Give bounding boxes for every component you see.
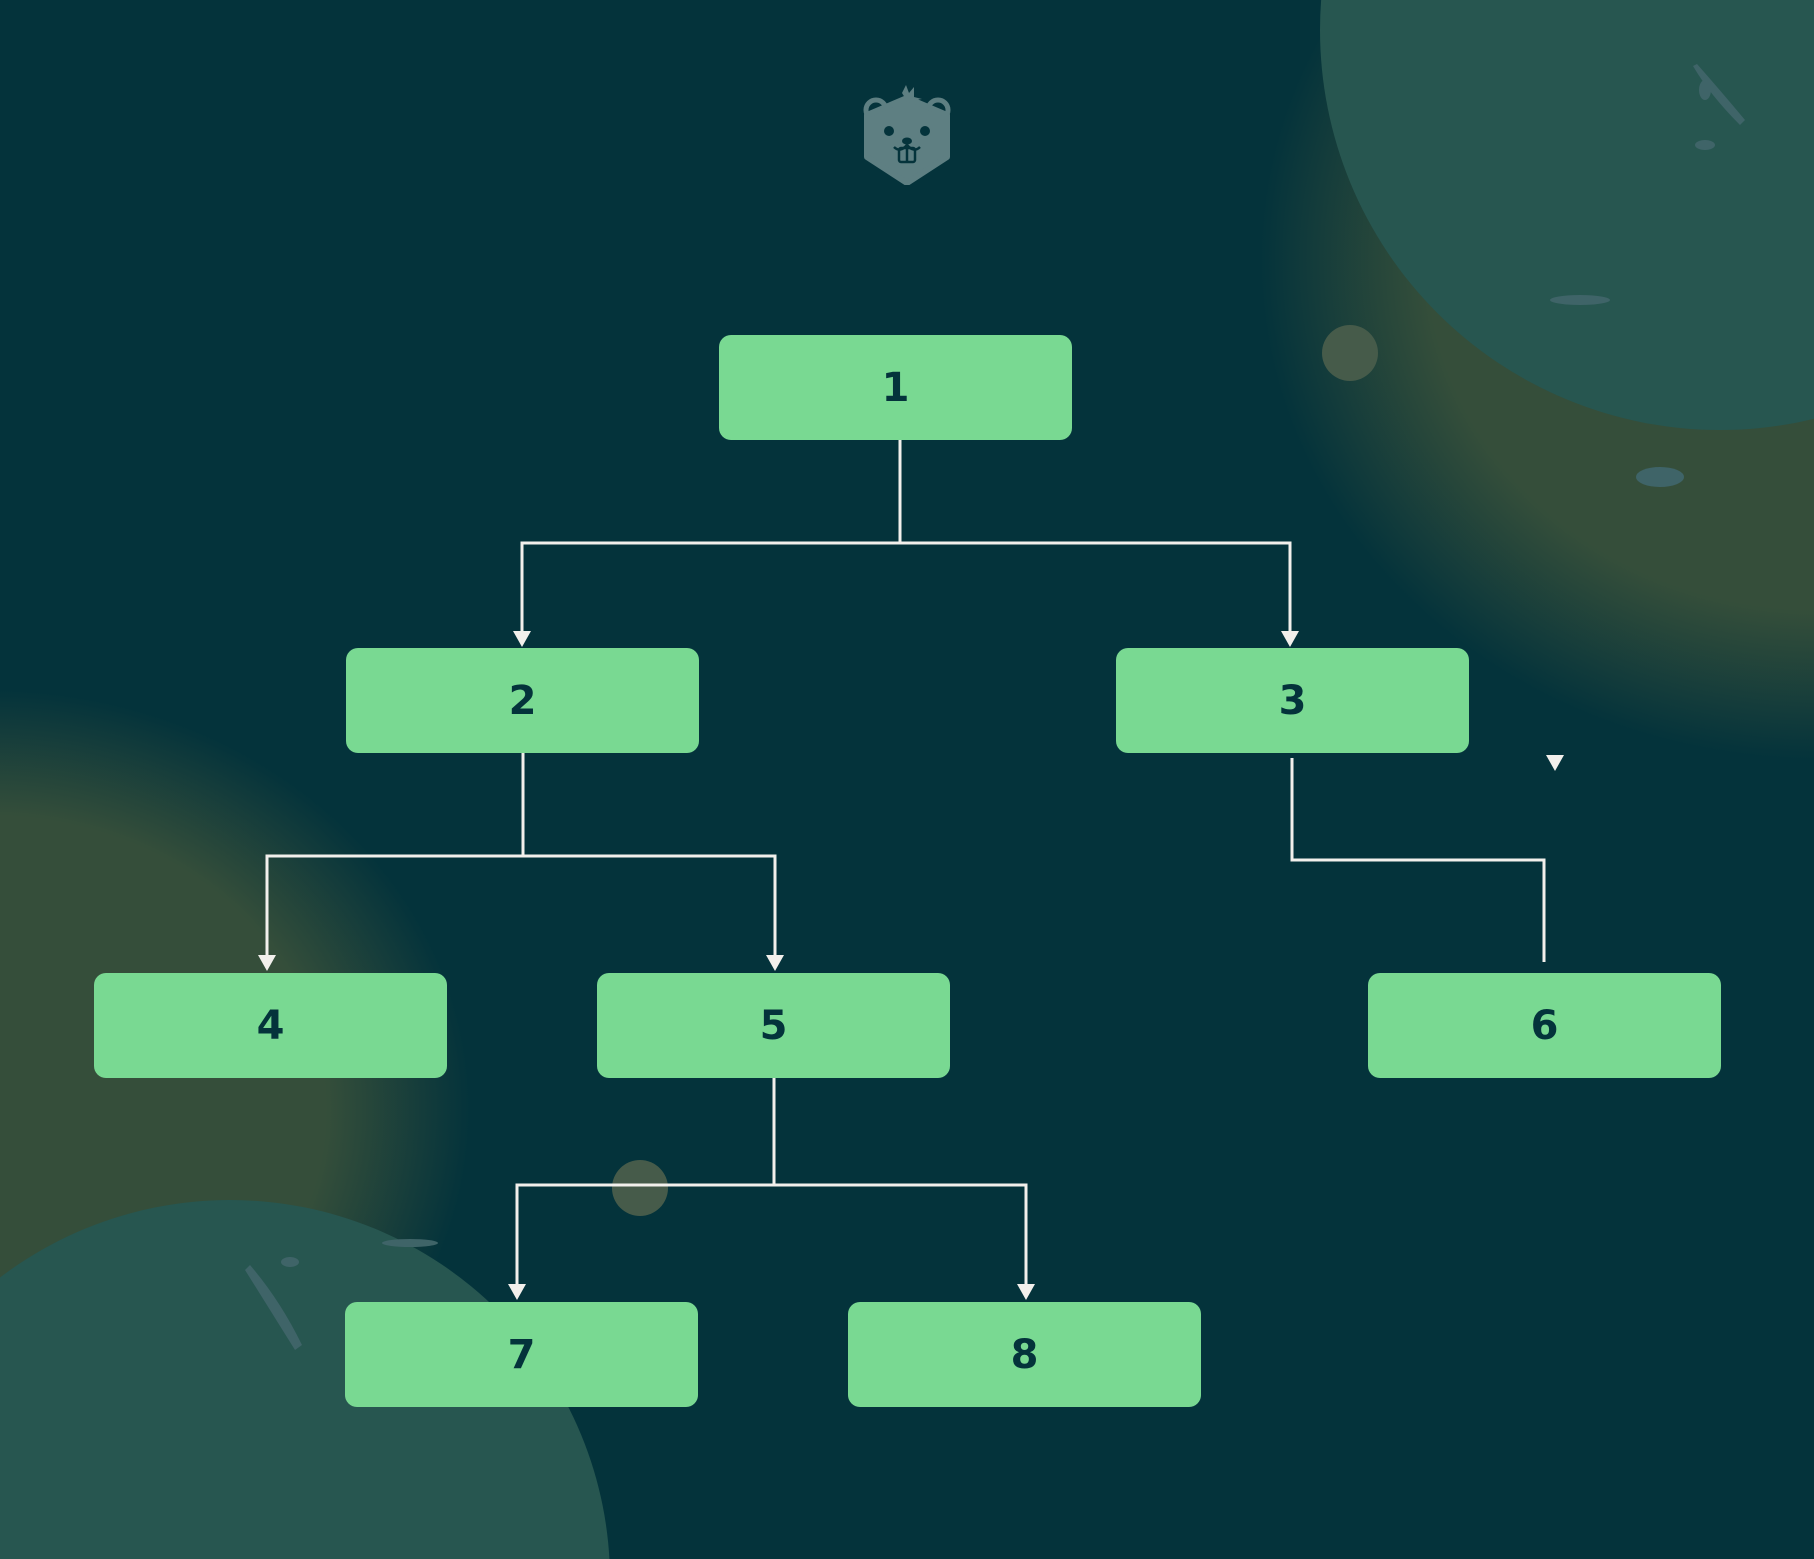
node-label: 8 (1010, 1331, 1039, 1378)
edge-1-2 (520, 440, 902, 636)
node-label: 1 (881, 364, 910, 411)
arrowhead-icon (508, 1284, 526, 1300)
node-label: 3 (1278, 677, 1307, 724)
tree-node-3: 3 (1116, 648, 1469, 753)
edge-2-5 (523, 854, 777, 960)
edge-3-6 (1290, 758, 1546, 962)
arrowhead-icon (766, 955, 784, 971)
arrowhead-icon (1546, 755, 1564, 771)
tree-node-5: 5 (597, 973, 950, 1078)
arrowhead-icon (258, 955, 276, 971)
node-label: 6 (1530, 1002, 1559, 1049)
node-label: 5 (759, 1002, 788, 1049)
tree-node-7: 7 (345, 1302, 698, 1407)
tree-node-8: 8 (848, 1302, 1201, 1407)
tree-node-6: 6 (1368, 973, 1721, 1078)
tree-node-2: 2 (346, 648, 699, 753)
node-label: 7 (507, 1331, 536, 1378)
arrowhead-icon (513, 631, 531, 647)
edge-5-7 (515, 1078, 776, 1290)
node-label: 4 (256, 1002, 285, 1049)
tree-node-4: 4 (94, 973, 447, 1078)
edge-1-3 (900, 541, 1292, 636)
tree-node-1: 1 (719, 335, 1072, 440)
arrowhead-icon (1017, 1284, 1035, 1300)
arrowhead-icon (1281, 631, 1299, 647)
edge-5-8 (774, 1183, 1028, 1290)
edge-2-4 (265, 753, 525, 960)
beaver-logo-icon (863, 85, 951, 185)
node-label: 2 (508, 677, 537, 724)
